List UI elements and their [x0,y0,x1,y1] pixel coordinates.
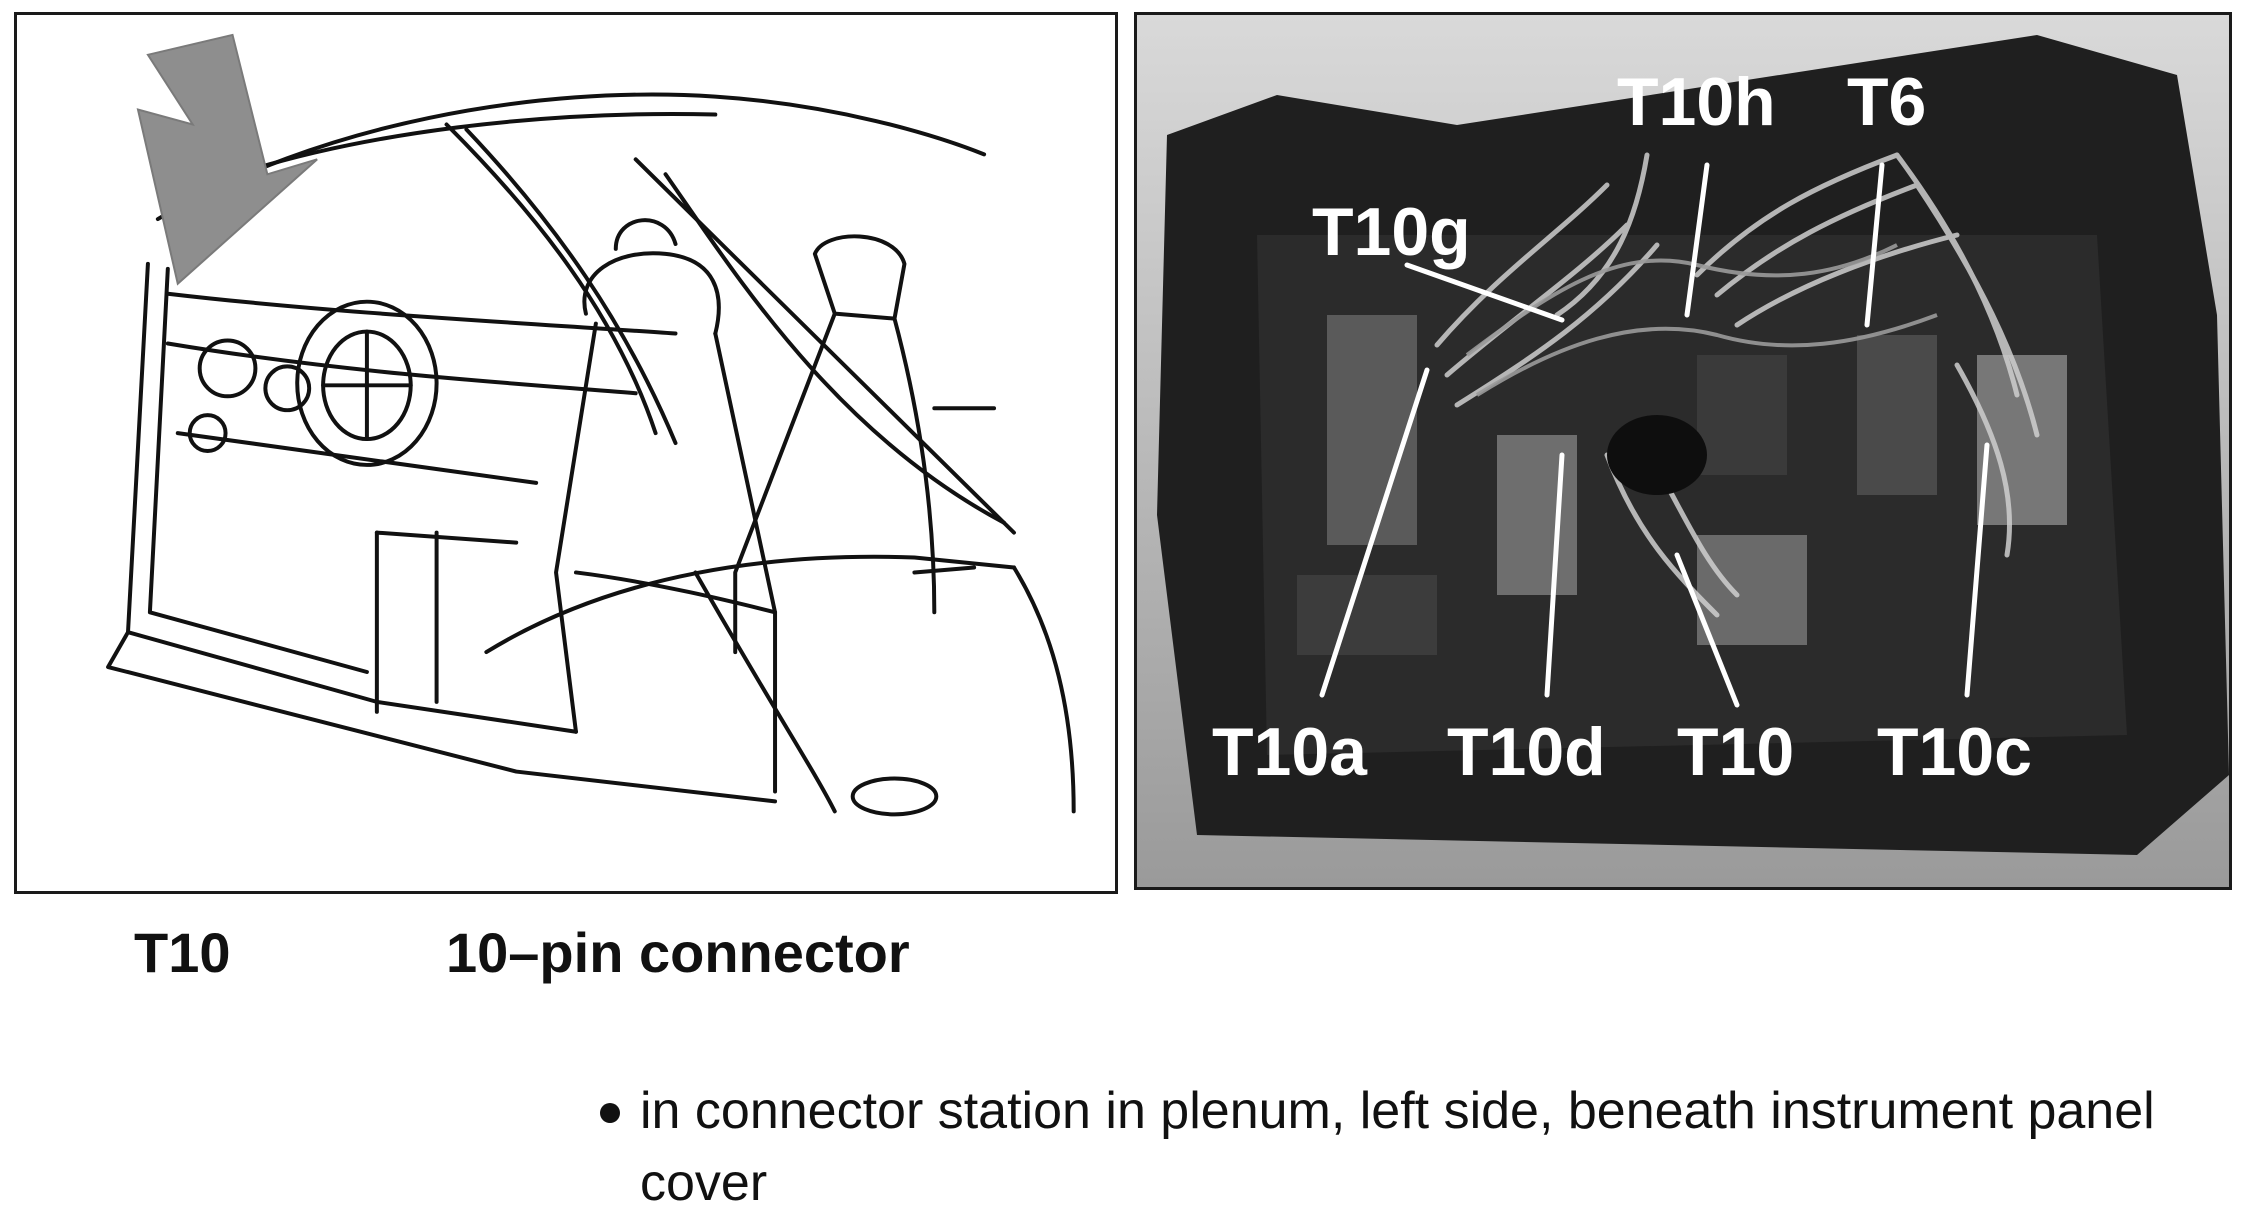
location-note-text: in connector station in plenum, left sid… [640,1082,2155,1212]
connector-station-photo-icon: T10g T10h T6 T10a T10d T10 T10c [1137,15,2229,887]
location-note: in connector station in plenum, left sid… [600,1075,2240,1219]
label-t10: T10 [1677,714,1794,790]
label-t10c: T10c [1877,714,2032,790]
car-interior-line-drawing-icon [106,33,1076,817]
location-arrow-icon [136,33,318,286]
label-t10h: T10h [1617,64,1776,140]
label-t10d: T10d [1447,714,1606,790]
label-t10a: T10a [1212,714,1368,790]
connector-description: 10–pin connector [446,921,910,984]
connector-code: T10 [134,921,231,984]
connector-station-photo: T10g T10h T6 T10a T10d T10 T10c [1134,12,2232,890]
car-interior-illustration [14,12,1118,894]
bullet-icon [600,1103,620,1123]
label-t6: T6 [1847,64,1926,140]
label-t10g: T10g [1312,194,1471,270]
